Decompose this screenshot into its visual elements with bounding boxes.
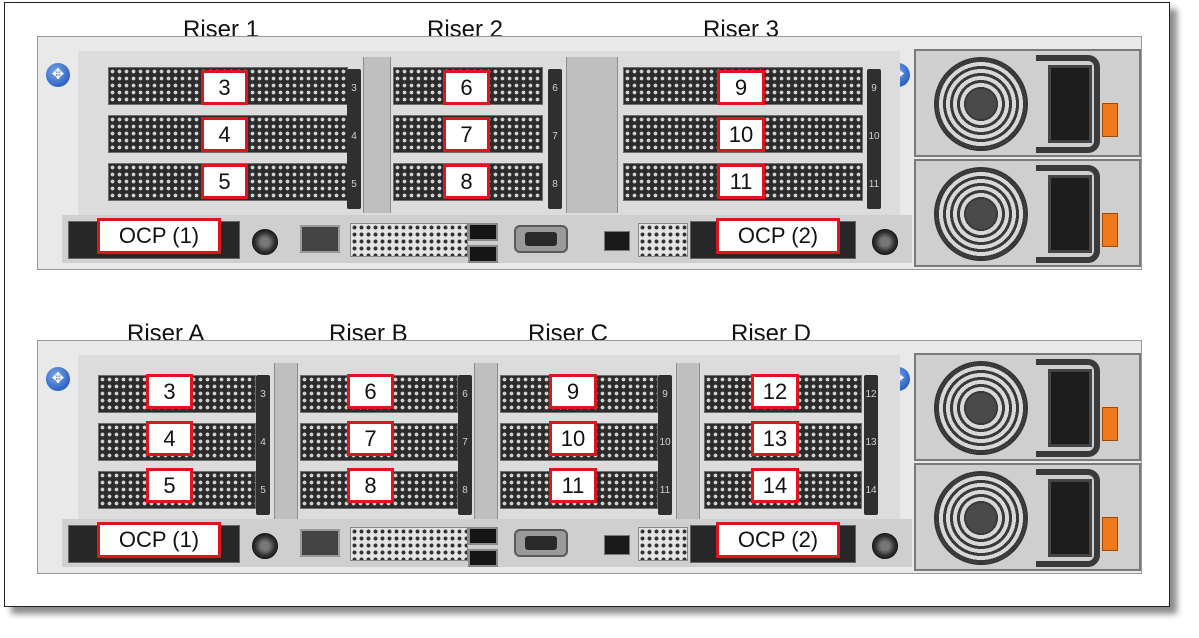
rail-number: 13 <box>865 437 877 448</box>
rail-number: 3 <box>351 83 357 94</box>
rail-number: 7 <box>462 437 468 448</box>
slot-callout-12: 12 <box>751 374 799 409</box>
riser-rail <box>548 69 562 209</box>
thumbscrew-icon <box>872 533 898 559</box>
rail-number: 7 <box>552 131 558 142</box>
slot-callout-6: 6 <box>347 374 394 409</box>
ocp-2-callout: OCP (2) <box>716 522 840 558</box>
power-socket-icon <box>1048 479 1092 557</box>
ethernet-port-icon <box>300 529 340 557</box>
rail-number: 9 <box>662 389 668 400</box>
rail-number: 4 <box>351 131 357 142</box>
psu-release-tab[interactable] <box>1102 517 1118 551</box>
riser-bracket <box>474 363 498 519</box>
fan-icon <box>934 167 1028 261</box>
riser-rail <box>347 69 361 209</box>
riser-rail <box>864 375 878 515</box>
slot-callout-7: 7 <box>347 421 394 456</box>
psu-release-tab[interactable] <box>1102 103 1118 137</box>
slot-callout-7: 7 <box>443 117 490 152</box>
ocp-1-callout: OCP (1) <box>97 522 221 558</box>
riser-rail <box>256 375 270 515</box>
rail-number: 10 <box>659 437 671 448</box>
power-supply <box>914 463 1141 571</box>
slot-callout-10: 10 <box>549 421 597 456</box>
fan-icon <box>934 361 1028 455</box>
rail-number: 4 <box>260 437 266 448</box>
thumbscrew-icon <box>872 229 898 255</box>
rail-number: 3 <box>260 389 266 400</box>
fan-icon <box>934 57 1028 151</box>
riser-bracket <box>676 363 700 519</box>
slot-callout-14: 14 <box>751 468 799 503</box>
vent-grille <box>638 527 688 561</box>
slot-callout-4: 4 <box>146 421 193 456</box>
vga-port-icon <box>514 529 568 557</box>
slot-callout-9: 9 <box>717 70 765 105</box>
serial-port-icon <box>604 231 630 251</box>
slot-callout-8: 8 <box>443 164 490 199</box>
usb-port-icon <box>468 527 498 545</box>
power-supply <box>914 353 1141 461</box>
rail-number: 10 <box>868 131 880 142</box>
slot-callout-5: 5 <box>201 164 248 199</box>
slot-callout-3: 3 <box>146 374 193 409</box>
rail-number: 14 <box>865 485 877 496</box>
rail-number: 9 <box>871 83 877 94</box>
slot-callout-6: 6 <box>443 70 490 105</box>
slot-callout-11: 11 <box>717 164 765 199</box>
latch-icon[interactable]: ✥ <box>46 63 70 87</box>
latch-icon[interactable]: ✥ <box>46 367 70 391</box>
rail-number: 11 <box>868 179 880 190</box>
usb-port-icon <box>468 245 498 263</box>
serial-port-icon <box>604 535 630 555</box>
rail-number: 8 <box>462 485 468 496</box>
slot-callout-10: 10 <box>717 117 765 152</box>
psu-handle[interactable] <box>1036 359 1100 457</box>
slot-callout-3: 3 <box>201 70 248 105</box>
thumbscrew-icon <box>252 229 278 255</box>
riser-bracket <box>566 57 618 213</box>
power-socket-icon <box>1048 175 1092 253</box>
slot-callout-4: 4 <box>201 117 248 152</box>
psu-handle[interactable] <box>1036 165 1100 263</box>
rail-number: 8 <box>552 179 558 190</box>
usb-port-icon <box>468 549 498 567</box>
power-supply <box>914 159 1141 267</box>
slot-callout-9: 9 <box>549 374 597 409</box>
rail-number: 12 <box>865 389 877 400</box>
psu-handle[interactable] <box>1036 469 1100 567</box>
riser-bracket <box>274 363 298 519</box>
slot-callout-13: 13 <box>751 421 799 456</box>
riser-rail <box>867 69 881 209</box>
psu-release-tab[interactable] <box>1102 213 1118 247</box>
riser-rail <box>658 375 672 515</box>
thumbscrew-icon <box>252 533 278 559</box>
slot-callout-11: 11 <box>549 468 597 503</box>
ocp-1-callout: OCP (1) <box>97 218 221 254</box>
vga-port-icon <box>514 225 568 253</box>
ocp-2-callout: OCP (2) <box>716 218 840 254</box>
riser-rail <box>458 375 472 515</box>
vent-grille <box>350 223 468 257</box>
power-socket-icon <box>1048 369 1092 447</box>
slot-callout-8: 8 <box>347 468 394 503</box>
power-supply <box>914 49 1141 157</box>
rail-number: 11 <box>659 485 671 496</box>
fan-icon <box>934 471 1028 565</box>
rail-number: 5 <box>351 179 357 190</box>
rail-number: 5 <box>260 485 266 496</box>
psu-handle[interactable] <box>1036 55 1100 153</box>
rail-number: 6 <box>552 83 558 94</box>
ethernet-port-icon <box>300 225 340 253</box>
vent-grille <box>350 527 468 561</box>
vent-grille <box>638 223 688 257</box>
slot-callout-5: 5 <box>146 468 193 503</box>
rail-number: 6 <box>462 389 468 400</box>
riser-bracket <box>363 57 391 213</box>
usb-port-icon <box>468 223 498 241</box>
psu-release-tab[interactable] <box>1102 407 1118 441</box>
power-socket-icon <box>1048 65 1092 143</box>
